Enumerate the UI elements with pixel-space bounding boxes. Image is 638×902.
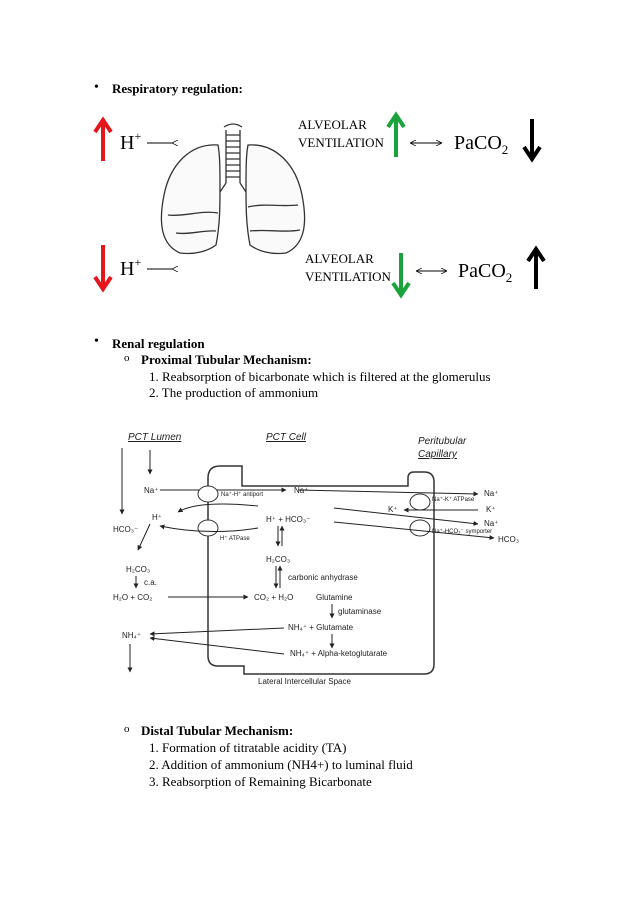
h2o-co2-lumen: H₂O + CO₂ bbox=[113, 593, 152, 602]
heading-proximal-mechanism: Proximal Tubular Mechanism: bbox=[141, 352, 312, 367]
ca-label: c.a. bbox=[144, 578, 157, 587]
green-up-arrow-icon bbox=[386, 111, 406, 157]
paco2-bottom: PaCO2 bbox=[458, 260, 512, 285]
heading-respiratory-regulation: Respiratory regulation: bbox=[112, 81, 243, 96]
alveolar-top-line1: ALVEOLAR bbox=[298, 117, 367, 132]
heading-renal-regulation: Renal regulation bbox=[112, 336, 205, 351]
alveolar-top-line2: VENTILATION bbox=[298, 135, 385, 150]
red-down-arrow-icon bbox=[93, 245, 113, 293]
symporter-label: Na⁺-HCO₃⁻ symporter bbox=[432, 528, 492, 535]
green-down-arrow-icon bbox=[391, 253, 411, 299]
h-plus-bottom: H+ bbox=[120, 255, 141, 280]
h2co3-cell: H₂CO₃ bbox=[266, 555, 290, 564]
na-cap-2: Na⁺ bbox=[484, 519, 498, 528]
label-peritubular-2: Capillary bbox=[418, 449, 458, 460]
heading-distal-mechanism: Distal Tubular Mechanism: bbox=[141, 723, 294, 738]
nh4-alpha-ketoglutarate: NH₄⁺ + Alpha-ketoglutarate bbox=[290, 649, 388, 658]
distal-item-3: 3. Reabsorption of Remaining Bicarbonate bbox=[149, 774, 372, 789]
lateral-intercellular-space: Lateral Intercellular Space bbox=[258, 677, 351, 686]
label-pct-cell: PCT Cell bbox=[266, 432, 307, 443]
lungs-illustration bbox=[160, 123, 306, 255]
proximal-item-2: 2. The production of ammonium bbox=[149, 385, 319, 400]
red-up-arrow-icon bbox=[93, 116, 113, 161]
h2co3-lumen: H₂CO₃ bbox=[126, 565, 150, 574]
label-peritubular-1: Peritubular bbox=[418, 436, 467, 447]
hco3-cap: HCO₃ bbox=[498, 535, 519, 544]
antiport-label: Na⁺-H⁺ antiport bbox=[221, 491, 263, 498]
pct-mechanism-diagram: PCT Lumen PCT Cell Peritubular Capillary… bbox=[113, 432, 519, 686]
na-k-atpase-label: Na⁺-K⁺ ATPase bbox=[432, 496, 475, 503]
h-plus-top: H+ bbox=[120, 129, 141, 154]
carbonic-anhydrase-label: carbonic anhydrase bbox=[288, 573, 358, 582]
alveolar-bottom-line2: VENTILATION bbox=[305, 269, 392, 284]
respiratory-regulation-figure: H+ ALVEOLAR VENTILATION PaCO2 H+ ALVEOLA… bbox=[93, 111, 546, 299]
nh4-lumen: NH₄⁺ bbox=[122, 631, 141, 640]
paco2-top: PaCO2 bbox=[454, 132, 508, 157]
h-hco3-cell: H⁺ + HCO₃⁻ bbox=[266, 515, 310, 524]
na-lumen: Na⁺ bbox=[144, 486, 158, 495]
label-pct-lumen: PCT Lumen bbox=[128, 432, 182, 443]
glutamine-label: Glutamine bbox=[316, 593, 353, 602]
sub-bullet-distal: o bbox=[124, 723, 130, 735]
atpase-label: H⁺ ATPase bbox=[220, 535, 250, 542]
distal-item-2: 2. Addition of ammonium (NH4+) to lumina… bbox=[149, 757, 413, 772]
alveolar-bottom-line1: ALVEOLAR bbox=[305, 251, 374, 266]
h-lumen: H⁺ bbox=[152, 513, 162, 522]
glutaminase-label: glutaminase bbox=[338, 607, 382, 616]
co2-h2o-cell: CO₂ + H₂O bbox=[254, 593, 293, 602]
na-cap-1: Na⁺ bbox=[484, 489, 498, 498]
distal-item-1: 1. Formation of titratable acidity (TA) bbox=[149, 740, 347, 755]
bullet-respiratory: • bbox=[94, 80, 99, 95]
bullet-renal: • bbox=[94, 334, 99, 349]
black-up-arrow-icon bbox=[526, 245, 546, 289]
nh4-glutamate: NH₄⁺ + Glutamate bbox=[288, 623, 354, 632]
black-down-arrow-icon bbox=[522, 119, 542, 163]
hco3-lumen: HCO₃⁻ bbox=[113, 525, 138, 534]
sub-bullet-proximal: o bbox=[124, 352, 130, 364]
proximal-item-1: 1. Reabsorption of bicarbonate which is … bbox=[149, 369, 491, 384]
pct-cell-outline bbox=[207, 465, 435, 675]
k-cap: K⁺ bbox=[486, 505, 496, 514]
k-cell: K⁺ bbox=[388, 505, 398, 514]
